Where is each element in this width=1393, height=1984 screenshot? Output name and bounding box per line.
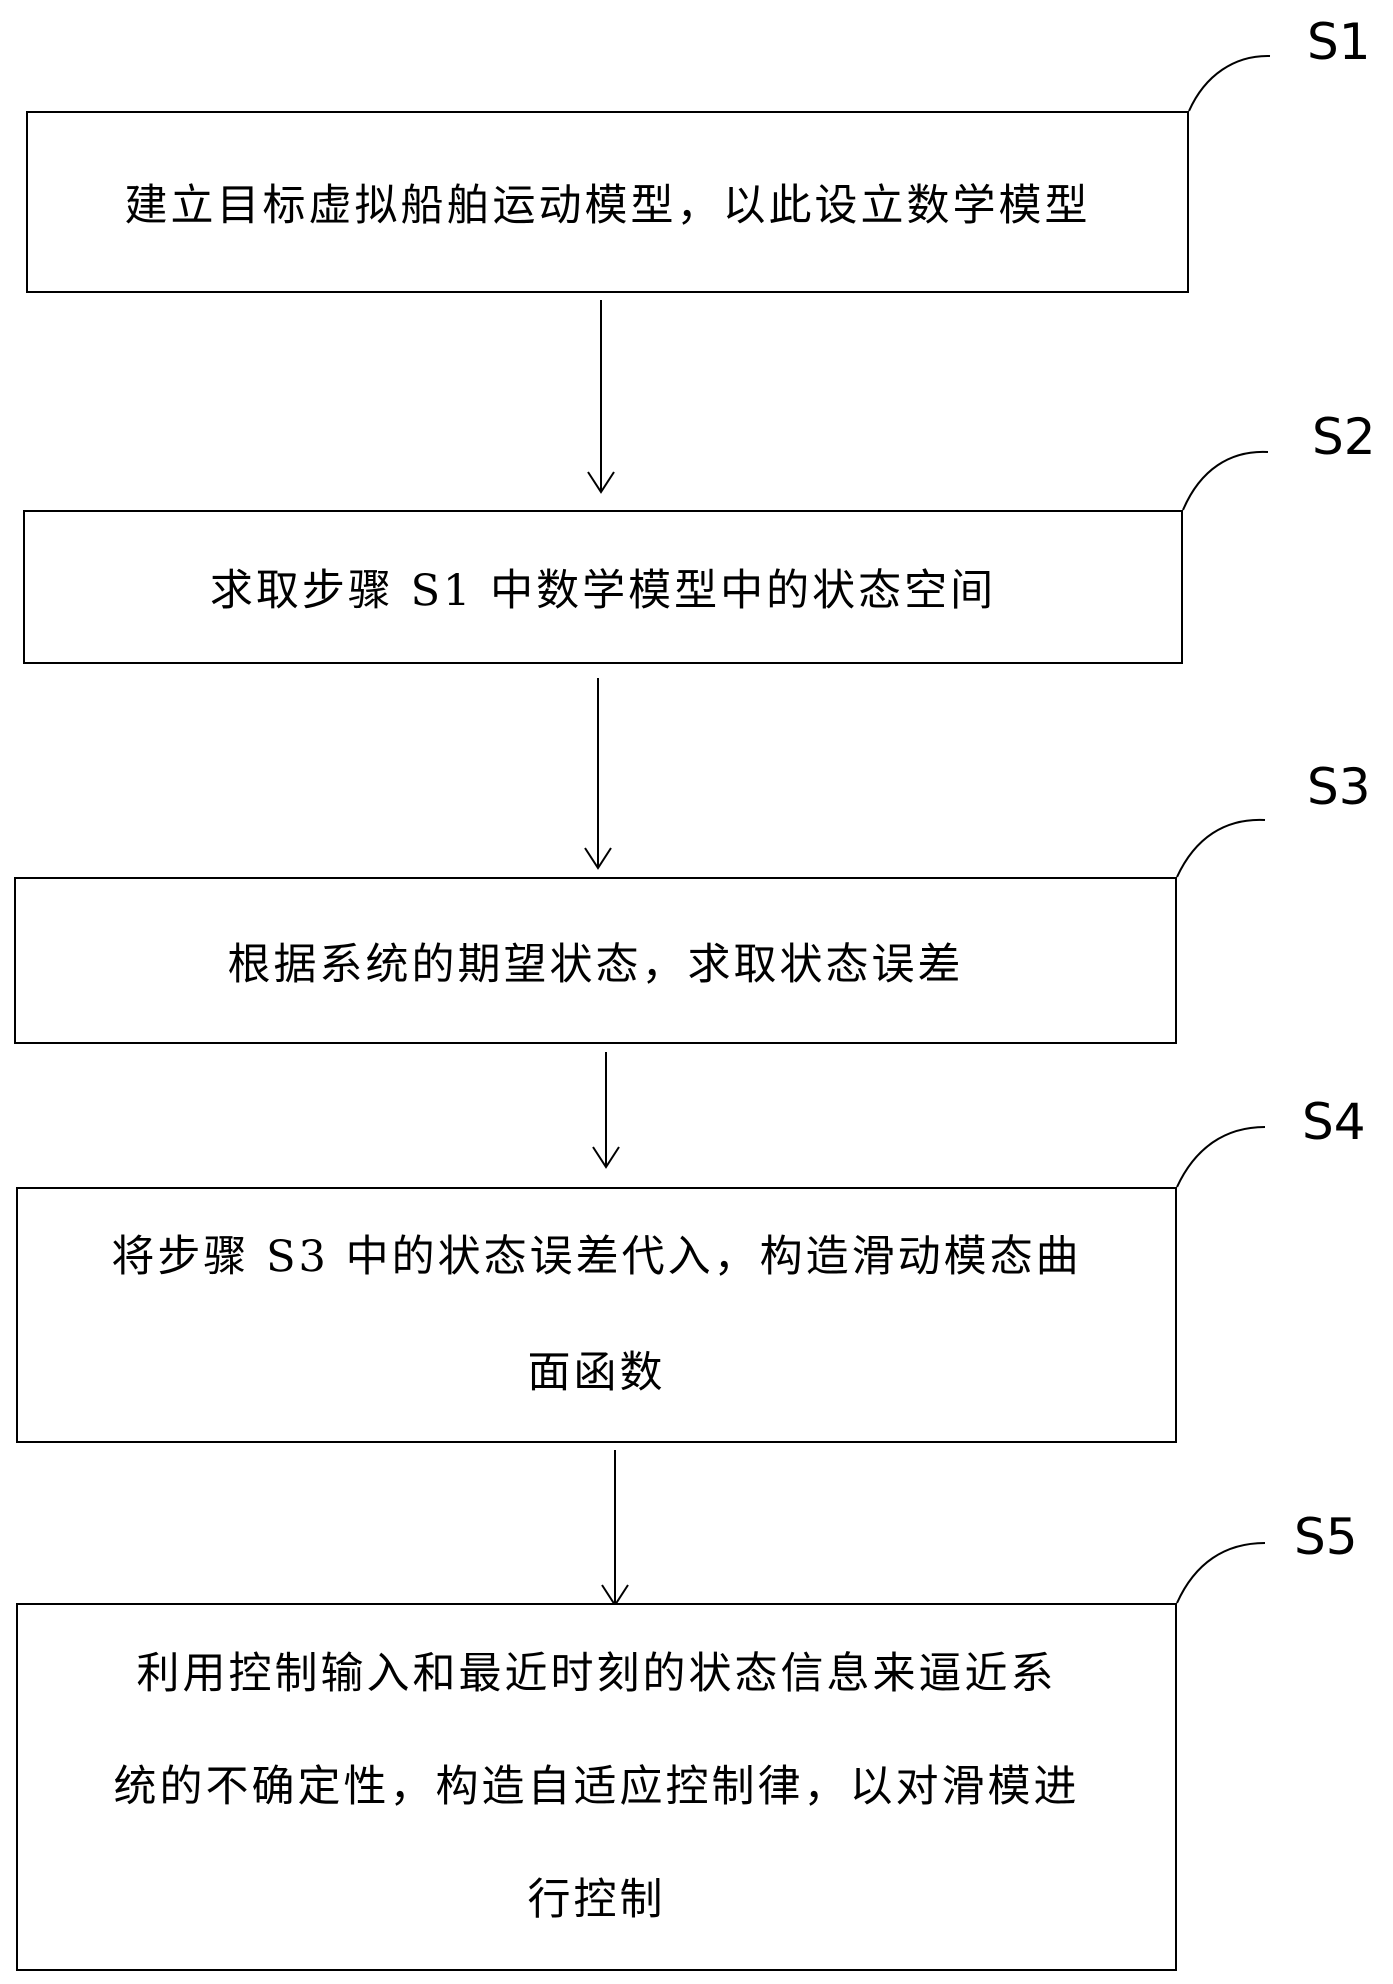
- step-text-line: 行控制: [527, 1874, 666, 1925]
- leader-s4: [1176, 1126, 1266, 1188]
- step-label-s4: S4: [1302, 1093, 1366, 1151]
- step-text-line: 建立目标虚拟船舶运动模型，以此设立数学模型: [124, 181, 1091, 231]
- step-label-s2: S2: [1312, 408, 1376, 466]
- arrowhead-s3-s4: [592, 1146, 620, 1169]
- arrowhead-s2-s3: [584, 847, 612, 870]
- step-label-s1: S1: [1307, 13, 1371, 71]
- step-text-line: 根据系统的期望状态，求取状态误差: [227, 939, 964, 990]
- arrowhead-s1-s2: [587, 471, 615, 494]
- step-box-s2: 求取步骤 S1 中数学模型中的状态空间: [23, 510, 1183, 664]
- arrowhead-s4-s5: [601, 1584, 629, 1607]
- step-text-line: 利用控制输入和最近时刻的状态信息来逼近系: [136, 1648, 1057, 1699]
- step-label-s3: S3: [1307, 758, 1371, 816]
- leader-s2: [1182, 450, 1269, 511]
- step-text-line: 统的不确定性，构造自适应控制律，以对滑模进: [113, 1761, 1080, 1812]
- leader-s5: [1176, 1542, 1266, 1604]
- step-box-s3: 根据系统的期望状态，求取状态误差: [14, 877, 1177, 1044]
- step-box-s4: 将步骤 S3 中的状态误差代入，构造滑动模态曲 面函数: [16, 1187, 1177, 1443]
- step-text-line: 将步骤 S3 中的状态误差代入，构造滑动模态曲: [111, 1232, 1082, 1282]
- leader-s1: [1188, 54, 1271, 112]
- step-text-line: 求取步骤 S1 中数学模型中的状态空间: [209, 566, 997, 616]
- leader-s3: [1176, 818, 1266, 878]
- step-box-s5: 利用控制输入和最近时刻的状态信息来逼近系 统的不确定性，构造自适应控制律，以对滑…: [16, 1603, 1177, 1971]
- step-box-s1: 建立目标虚拟船舶运动模型，以此设立数学模型: [26, 111, 1189, 293]
- step-text-line: 面函数: [527, 1348, 666, 1398]
- step-label-s5: S5: [1294, 1508, 1358, 1566]
